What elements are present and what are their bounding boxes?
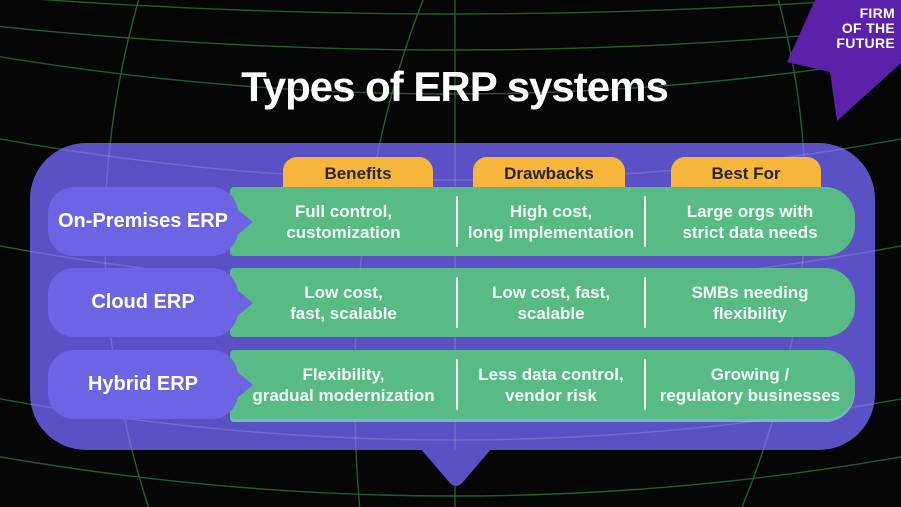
page-title: Types of ERP systems [241, 63, 669, 110]
row-label-chip: Cloud ERP [48, 268, 238, 337]
column-header-drawbacks: Drawbacks [473, 157, 625, 191]
drawbacks-cell: High cost, long implementation [467, 201, 635, 242]
row-cells-bar: Low cost, fast, scalable Low cost, fast,… [230, 268, 855, 337]
firm-of-the-future-logo: FIRM OF THE FUTURE [770, 0, 901, 130]
row-label: Cloud ERP [91, 291, 195, 313]
logo-wordmark: FIRM OF THE FUTURE [836, 5, 895, 51]
best-for-cell: SMBs needing flexibility [691, 282, 809, 323]
cell-divider [644, 196, 646, 247]
comparison-bubble: Benefits Drawbacks Best For Full control… [30, 143, 875, 450]
drawbacks-cell: Less data control, vendor risk [478, 364, 624, 405]
row-cells-bar: Full control, customization High cost, l… [230, 187, 855, 256]
table-row-cloud: Low cost, fast, scalable Low cost, fast,… [30, 268, 875, 337]
best-for-cell: Large orgs with strict data needs [682, 201, 818, 242]
column-header-best-for: Best For [671, 157, 821, 191]
benefits-cell: Full control, customization [286, 201, 401, 242]
benefits-cell: Flexibility, gradual modernization [252, 364, 435, 405]
table-row-hybrid: Flexibility, gradual modernization Less … [30, 350, 875, 419]
cell-divider [644, 359, 646, 410]
row-label-chip: Hybrid ERP [48, 350, 238, 419]
bubble-tail [420, 448, 492, 486]
column-header-benefits: Benefits [283, 157, 433, 191]
table-row-on-premises: Full control, customization High cost, l… [30, 187, 875, 256]
cell-divider [456, 196, 458, 247]
row-label-chip: On-Premises ERP [48, 187, 238, 256]
logo-arrow-icon [787, 0, 901, 121]
cell-divider [456, 359, 458, 410]
row-label: Hybrid ERP [87, 373, 199, 395]
benefits-cell: Low cost, fast, scalable [290, 282, 397, 323]
row-cells-bar: Flexibility, gradual modernization Less … [230, 350, 855, 419]
cell-divider [644, 277, 646, 328]
row-label: On-Premises ERP [57, 210, 229, 232]
best-for-cell: Growing / regulatory businesses [659, 364, 841, 405]
drawbacks-cell: Low cost, fast, scalable [491, 282, 611, 323]
cell-divider [456, 277, 458, 328]
